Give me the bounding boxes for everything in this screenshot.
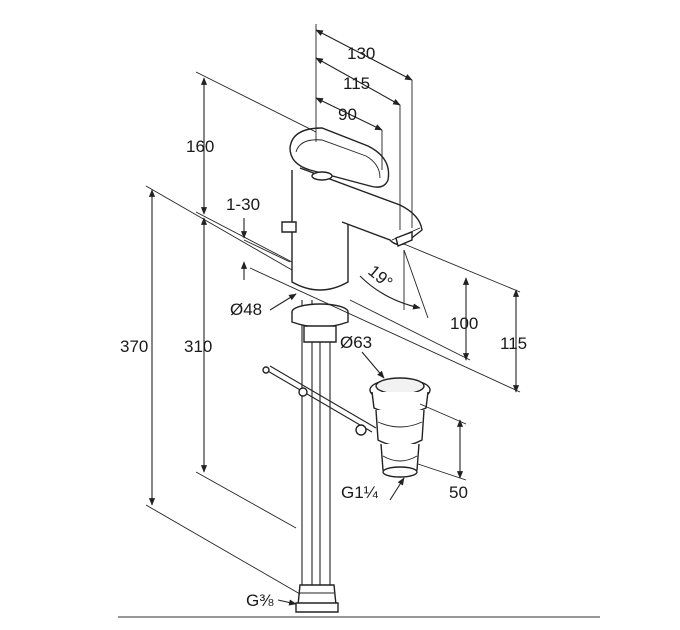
dim-90: 90 <box>338 105 357 124</box>
dim-diameter-48: Ø48 <box>230 300 262 319</box>
dim-diameter-63: Ø63 <box>340 333 372 352</box>
dim-1-30: 1-30 <box>226 195 260 214</box>
drain-rod <box>262 365 377 436</box>
dim-50: 50 <box>449 483 468 502</box>
dim-370: 370 <box>120 337 148 356</box>
dim-160: 160 <box>186 137 214 156</box>
dim-angle-19: 19° <box>364 261 396 292</box>
pop-up-waste <box>369 377 431 478</box>
dim-130: 130 <box>347 44 375 63</box>
hose-connector <box>295 584 339 613</box>
dimension-labels: 130 115 90 160 1-30 Ø48 370 310 19° 100 … <box>120 44 527 610</box>
dimension-lines <box>145 24 521 606</box>
faucet-body <box>281 127 423 343</box>
dim-g1-1-4: G1¼ <box>341 483 379 502</box>
supply-hoses <box>301 300 331 592</box>
dim-100: 100 <box>450 314 478 333</box>
dim-115-top: 115 <box>343 74 370 93</box>
dim-115-right: 115 <box>500 334 527 353</box>
dim-g3-8: G⅜ <box>246 591 274 610</box>
dim-310: 310 <box>184 337 212 356</box>
